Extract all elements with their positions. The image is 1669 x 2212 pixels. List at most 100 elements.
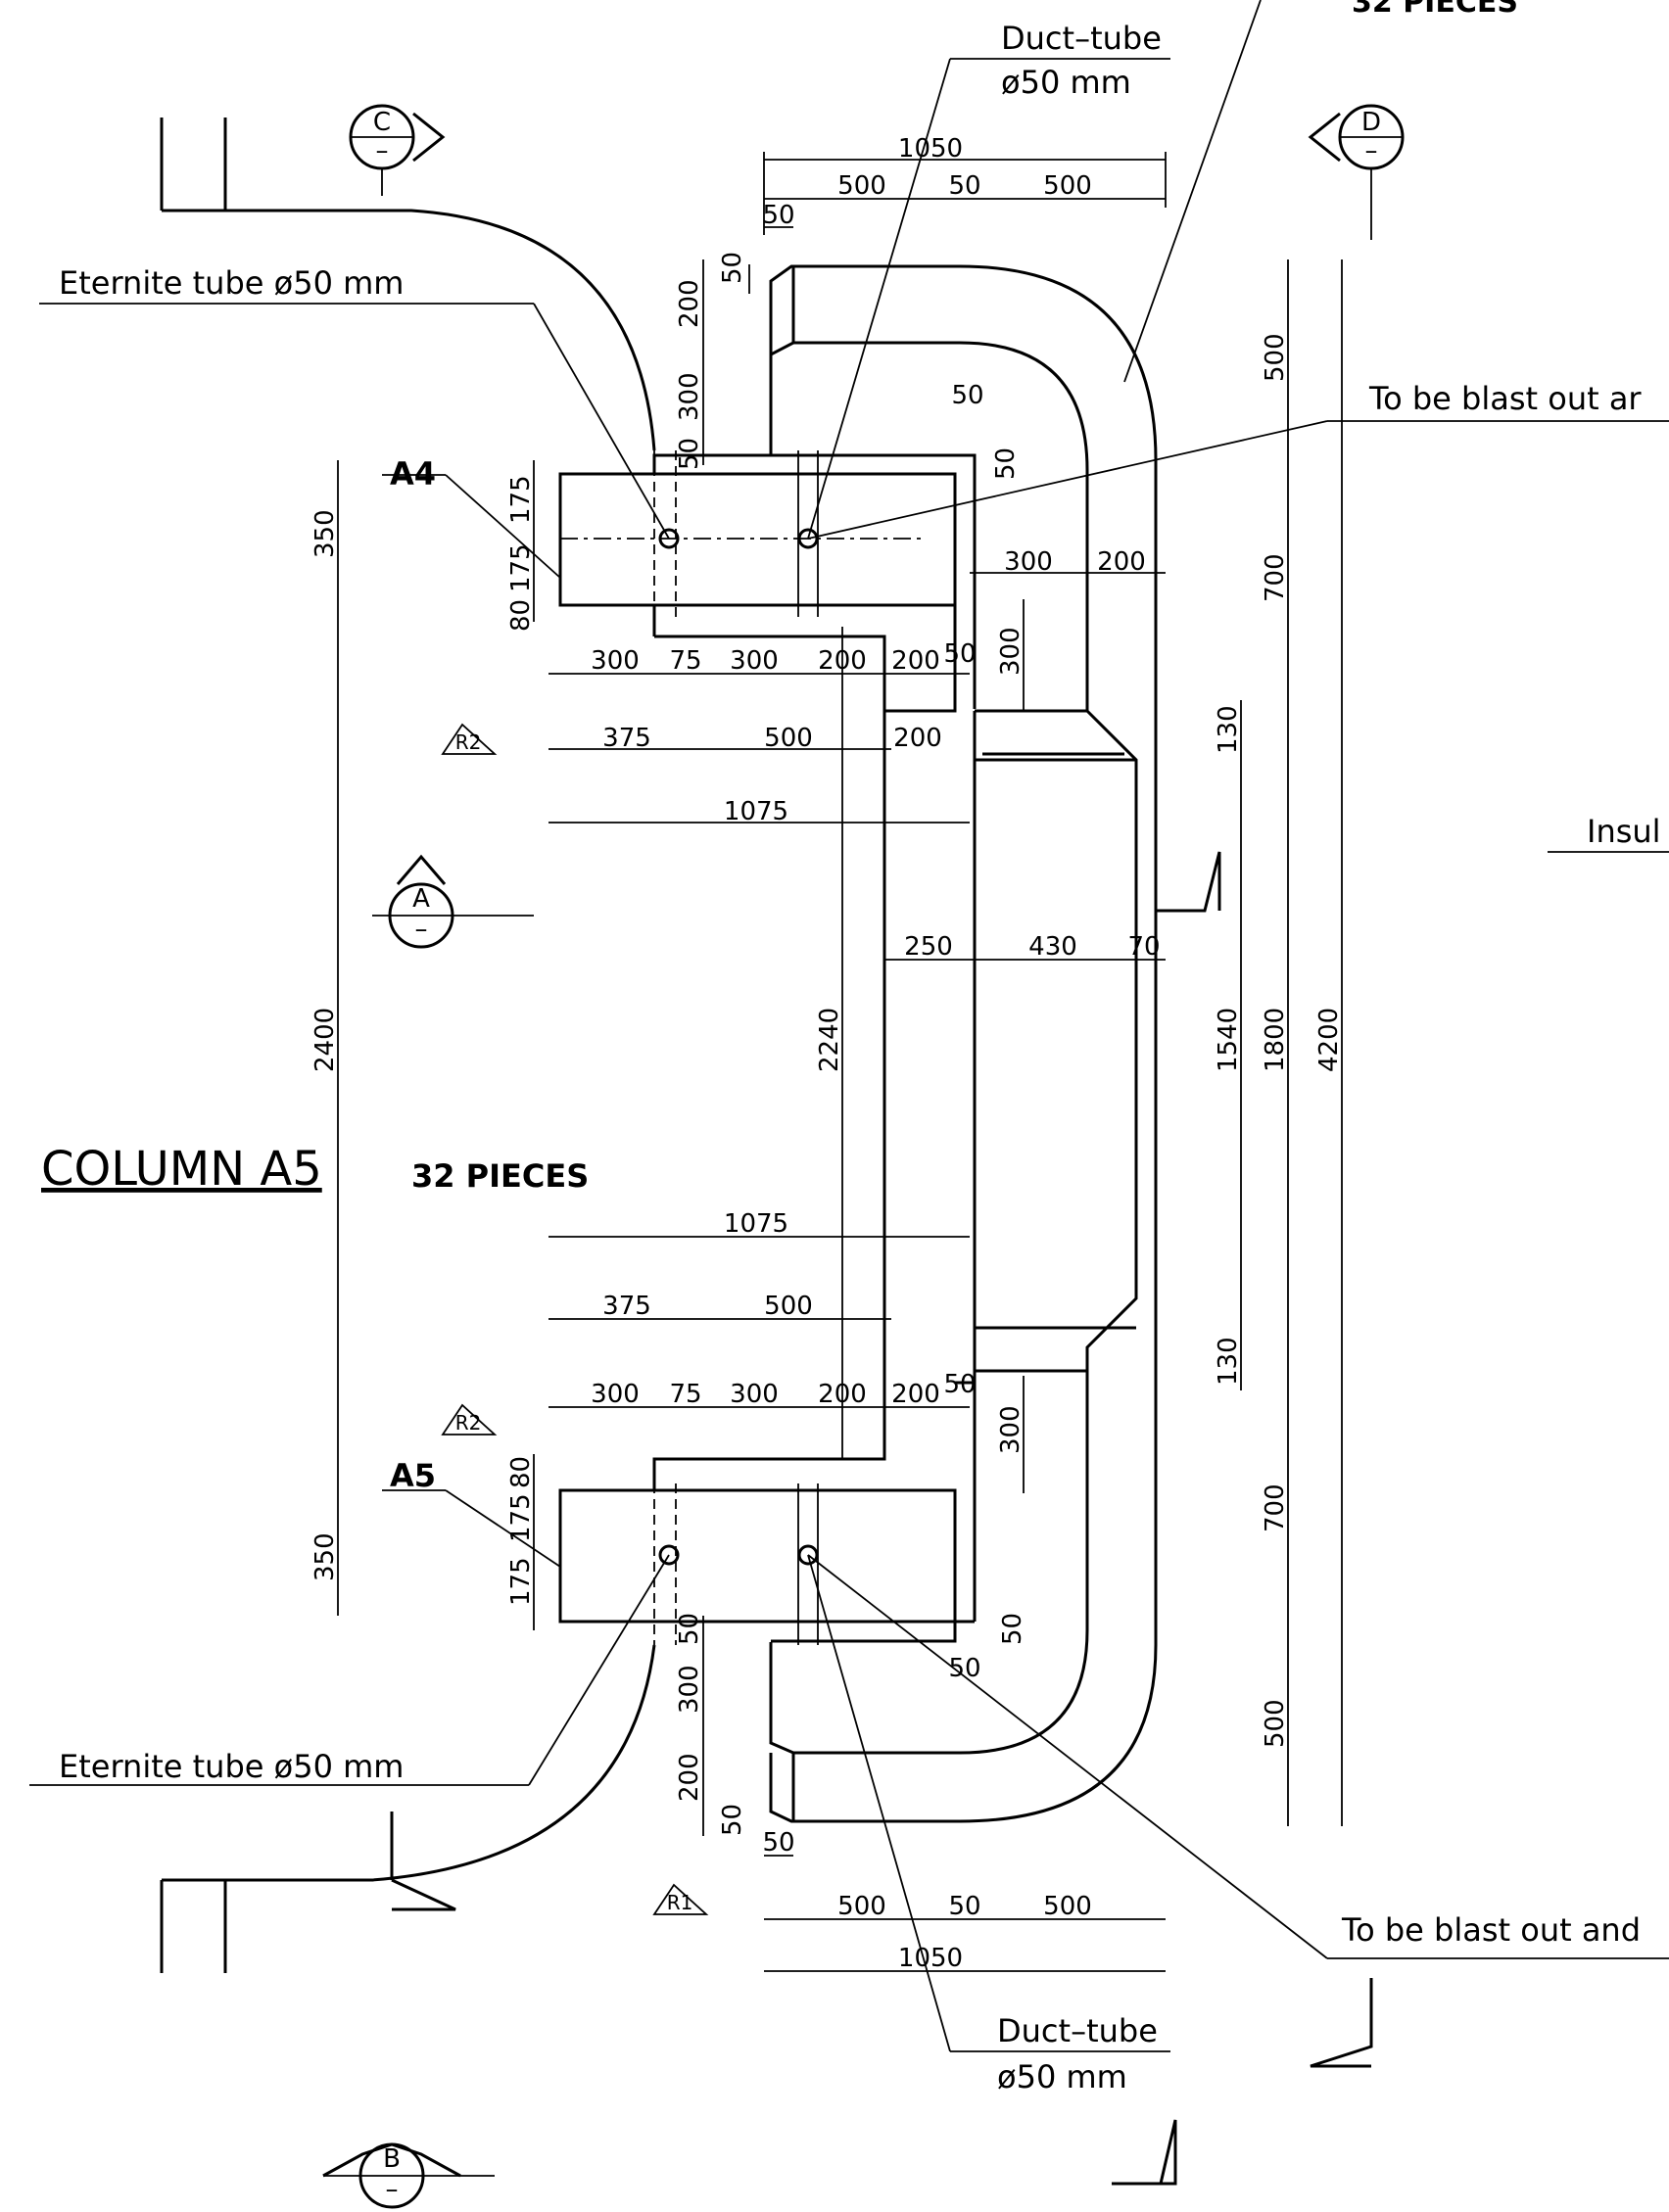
dimension-w-300: 300 bbox=[1004, 547, 1053, 577]
dimension-br-50a: 50 bbox=[998, 1613, 1027, 1645]
hole-a4-left bbox=[658, 528, 680, 549]
pieces-count-label: 32 PIECES bbox=[411, 1157, 589, 1195]
marker-d-sub: – bbox=[1365, 136, 1378, 165]
top-right-pieces-label: 32 PIECES bbox=[1352, 0, 1518, 20]
dimension-row1-300b: 300 bbox=[730, 646, 779, 676]
dimension-bv-50b: 50 bbox=[718, 1804, 747, 1836]
dimension-row1-50: 50 bbox=[943, 639, 976, 669]
web-base bbox=[955, 1381, 975, 1624]
eternite-tube-bottom-label: Eternite tube ø50 mm bbox=[59, 1748, 404, 1785]
dimension-rv-500a: 500 bbox=[1261, 333, 1290, 382]
dimension-brow-300b: 300 bbox=[730, 1380, 779, 1409]
svg-text:R1: R1 bbox=[667, 1891, 693, 1914]
section-marker-d: D – bbox=[1308, 104, 1405, 240]
duct-tube-top-label: Duct–tube bbox=[1001, 20, 1162, 57]
dimension-row2-200: 200 bbox=[893, 724, 942, 753]
dimension-v-50b: 50 bbox=[675, 438, 704, 470]
marker-b-sub: – bbox=[386, 2175, 399, 2204]
dimension-top-500a: 500 bbox=[837, 171, 886, 201]
dimension-v-2400: 2400 bbox=[310, 1008, 340, 1072]
dimension-m-250: 250 bbox=[904, 932, 953, 962]
dimension-brow-300a: 300 bbox=[591, 1380, 640, 1409]
hole-a5-left bbox=[658, 1544, 680, 1566]
dimension-v-4200: 4200 bbox=[1314, 1008, 1344, 1072]
dimension-row3-1075: 1075 bbox=[724, 797, 788, 826]
dimension-v-2240: 2240 bbox=[815, 1008, 844, 1072]
block-a5-label: A5 bbox=[390, 1457, 436, 1494]
dimension-v-300a: 300 bbox=[675, 372, 704, 421]
marker-c-letter: C bbox=[373, 108, 391, 137]
dimension-v-50a: 50 bbox=[718, 252, 747, 284]
section-marker-a: A – bbox=[372, 854, 534, 949]
dimension-v-1800: 1800 bbox=[1261, 1008, 1290, 1072]
marker-d-letter: D bbox=[1361, 108, 1381, 137]
dimension-v-175a: 175 bbox=[506, 475, 536, 524]
hole-a5-right bbox=[797, 1544, 819, 1566]
block-a5 bbox=[558, 1488, 957, 1624]
insulation-label: Insul bbox=[1587, 813, 1661, 850]
dimension-top-50b: 50 bbox=[762, 201, 794, 230]
section-marker-b: B – bbox=[322, 2142, 495, 2209]
column-a5-title: COLUMN A5 bbox=[41, 1142, 322, 1197]
revision-r2-top: R2 bbox=[441, 723, 498, 755]
dimension-rv-700a: 700 bbox=[1261, 553, 1290, 602]
flag-bottom-center bbox=[1112, 2119, 1177, 2186]
dimension-row1-300a: 300 bbox=[591, 646, 640, 676]
dimension-b-1075: 1075 bbox=[724, 1209, 788, 1239]
flag-left-bottom bbox=[390, 1812, 456, 1911]
dimension-bot-500b: 500 bbox=[1043, 1892, 1092, 1921]
dimension-r-50b: 50 bbox=[991, 447, 1021, 480]
dimension-lines bbox=[337, 152, 1343, 1972]
dimension-v-1540: 1540 bbox=[1214, 1008, 1243, 1072]
eternite-tube-top-label: Eternite tube ø50 mm bbox=[59, 264, 404, 302]
dimension-brow-75: 75 bbox=[669, 1380, 701, 1409]
blast-out-bottom-label: To be blast out and bbox=[1341, 1911, 1641, 1949]
dimension-v-200a: 200 bbox=[675, 279, 704, 328]
dimension-top-50a: 50 bbox=[948, 171, 980, 201]
dimension-m-430: 430 bbox=[1028, 932, 1077, 962]
hole-a4-right bbox=[797, 528, 819, 549]
dimension-top-500b: 500 bbox=[1043, 171, 1092, 201]
dimension-b-500: 500 bbox=[764, 1292, 813, 1321]
dimension-bot-500a: 500 bbox=[837, 1892, 886, 1921]
dimension-v-130b: 130 bbox=[1214, 1337, 1243, 1386]
dimension-row1-200a: 200 bbox=[818, 646, 867, 676]
dimension-texts: 1050 500 50 500 50 50 200 300 50 350 175… bbox=[310, 134, 1344, 1973]
flag-right-mid bbox=[1156, 851, 1221, 913]
blast-out-top-label: To be blast out ar bbox=[1368, 380, 1642, 417]
marker-a-letter: A bbox=[412, 884, 430, 914]
column-stub-bottom bbox=[160, 1880, 227, 1973]
dimension-bv-175a: 175 bbox=[506, 1493, 536, 1542]
dimension-bv-50c: 50 bbox=[762, 1828, 794, 1858]
dimension-row1-75: 75 bbox=[669, 646, 701, 676]
dimension-bv-175b: 175 bbox=[506, 1557, 536, 1606]
dimension-br-50b: 50 bbox=[948, 1654, 980, 1683]
duct-tube-top-diameter: ø50 mm bbox=[1001, 64, 1131, 101]
marker-b-letter: B bbox=[383, 2144, 401, 2174]
block-a4-label: A4 bbox=[390, 455, 436, 493]
dimension-row2-375: 375 bbox=[602, 724, 651, 753]
dimension-brow-200b: 200 bbox=[891, 1380, 940, 1409]
upper-arm bbox=[769, 341, 1138, 1755]
eternite-curve-bottom bbox=[162, 1644, 656, 1882]
dimension-bot-50: 50 bbox=[948, 1892, 980, 1921]
dimension-brow-200a: 200 bbox=[818, 1380, 867, 1409]
duct-tube-bottom-diameter: ø50 mm bbox=[997, 2058, 1127, 2095]
dimension-bv-80: 80 bbox=[506, 1456, 536, 1488]
svg-text:R2: R2 bbox=[455, 730, 482, 754]
dimension-bot-1050: 1050 bbox=[898, 1944, 963, 1973]
block-a4 bbox=[558, 472, 957, 607]
dimension-v-175b: 175 bbox=[506, 543, 536, 592]
dimension-v-130a: 130 bbox=[1214, 705, 1243, 754]
dimension-rv-700b: 700 bbox=[1261, 1483, 1290, 1532]
revision-r1: R1 bbox=[652, 1883, 709, 1915]
dimension-v-350a: 350 bbox=[310, 509, 340, 558]
dimension-row2-500: 500 bbox=[764, 724, 813, 753]
dimension-w-200: 200 bbox=[1097, 547, 1146, 577]
dimension-bv-200: 200 bbox=[675, 1753, 704, 1802]
leader-lines bbox=[29, 0, 1669, 2052]
dimension-bv-50a: 50 bbox=[675, 1613, 704, 1645]
dimension-r-50a: 50 bbox=[951, 381, 983, 410]
marker-c-sub: – bbox=[376, 136, 389, 165]
